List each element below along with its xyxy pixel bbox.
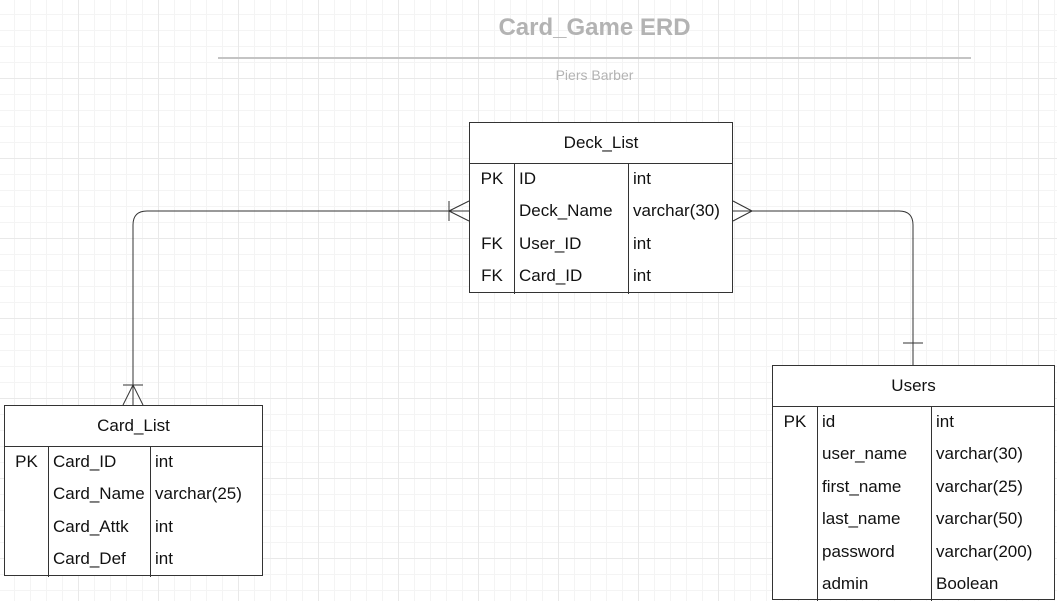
key-cell <box>470 196 514 228</box>
field-type-cell: int <box>633 233 651 253</box>
field-type-cell: int <box>155 516 173 536</box>
field-name-cell: Card_ID <box>53 452 117 471</box>
entity-title: Card_List <box>5 406 262 447</box>
table-row: password varchar(200) <box>773 537 1054 569</box>
field-type-cell: varchar(25) <box>936 476 1023 496</box>
users-entity[interactable]: Users PK id int user_name varchar(30) fi… <box>772 365 1055 601</box>
field-name-cell: first_name <box>822 476 902 496</box>
field-name-cell: admin <box>822 573 869 593</box>
field-type-cell: int <box>633 169 651 188</box>
table-row: admin Boolean <box>773 569 1054 601</box>
table-row: PK Card_ID int <box>5 447 262 479</box>
entity-fields: PK ID int Deck_Name varchar(30) FK User_… <box>470 164 732 294</box>
table-row: PK id int <box>773 407 1054 439</box>
key-cell: PK <box>783 412 807 431</box>
field-type-cell: int <box>155 452 173 471</box>
table-row: FK User_ID int <box>470 229 732 261</box>
table-row: last_name varchar(50) <box>773 504 1054 536</box>
table-row: FK Card_ID int <box>470 261 732 293</box>
field-name-cell: Card_Def <box>53 549 126 569</box>
table-row: Card_Attk int <box>5 512 262 544</box>
crowsfoot-one-or-many-icon <box>448 200 470 222</box>
table-row: Card_Name varchar(25) <box>5 479 262 511</box>
entity-title: Deck_List <box>470 123 732 164</box>
key-cell <box>773 569 817 601</box>
key-cell <box>773 472 817 504</box>
deck-list-entity[interactable]: Deck_List PK ID int Deck_Name varchar(30… <box>469 122 733 294</box>
user-deck-relationship-line <box>732 210 914 365</box>
crowsfoot-many-icon <box>732 200 753 222</box>
card-deck-relationship-line <box>132 210 469 405</box>
diagram-title: Card_Game ERD <box>498 14 691 41</box>
table-row: Deck_Name varchar(30) <box>470 196 732 228</box>
field-type-cell: int <box>936 412 954 431</box>
field-name-cell: Card_Attk <box>53 516 129 536</box>
table-row: PK ID int <box>470 164 732 196</box>
field-name-cell: ID <box>519 169 536 188</box>
title-divider <box>218 57 971 59</box>
card-list-entity[interactable]: Card_List PK Card_ID int Card_Name varch… <box>4 405 263 577</box>
field-name-cell: id <box>822 412 836 431</box>
key-cell <box>773 504 817 536</box>
key-cell <box>773 537 817 569</box>
field-name-cell: Card_Name <box>53 484 145 504</box>
field-type-cell: varchar(200) <box>936 541 1033 561</box>
diagram-author: Piers Barber <box>555 67 634 83</box>
key-cell <box>773 439 817 471</box>
field-type-cell: varchar(30) <box>936 444 1023 464</box>
key-cell <box>5 479 48 511</box>
key-cell <box>5 544 48 576</box>
key-cell: FK <box>481 266 503 286</box>
field-name-cell: Card_ID <box>519 266 583 286</box>
field-name-cell: User_ID <box>519 233 582 253</box>
field-name-cell: last_name <box>822 509 901 529</box>
entity-title: Users <box>773 366 1054 407</box>
field-type-cell: varchar(50) <box>936 509 1023 529</box>
field-name-cell: Deck_Name <box>519 201 613 221</box>
entity-fields: PK Card_ID int Card_Name varchar(25) Car… <box>5 447 262 577</box>
key-cell: PK <box>15 452 38 471</box>
entity-fields: PK id int user_name varchar(30) first_na… <box>773 407 1054 601</box>
field-name-cell: password <box>822 541 895 561</box>
key-cell: FK <box>481 233 503 253</box>
table-row: user_name varchar(30) <box>773 439 1054 471</box>
field-type-cell: int <box>155 549 173 569</box>
field-type-cell: varchar(25) <box>155 484 242 504</box>
field-name-cell: user_name <box>822 444 908 464</box>
table-row: Card_Def int <box>5 544 262 576</box>
key-cell <box>5 512 48 544</box>
field-type-cell: int <box>633 266 651 286</box>
crowsfoot-one-or-many-icon <box>122 384 144 406</box>
key-cell: PK <box>480 169 504 188</box>
field-type-cell: Boolean <box>936 573 999 593</box>
field-type-cell: varchar(30) <box>633 201 720 221</box>
table-row: first_name varchar(25) <box>773 472 1054 504</box>
